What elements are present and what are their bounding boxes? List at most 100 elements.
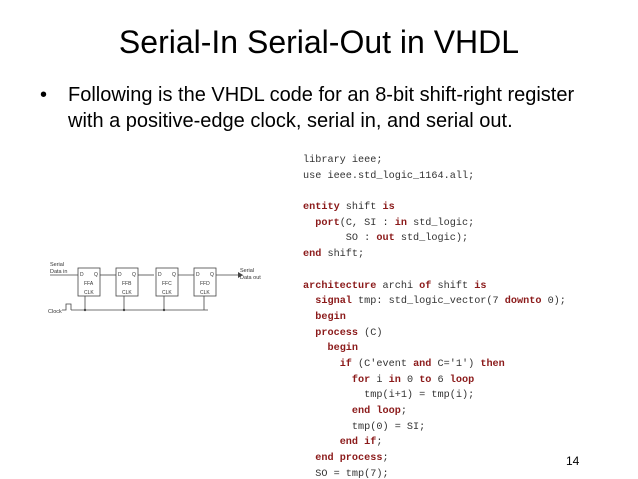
flipflop-q-label: Q [210,272,214,278]
code-keyword: end [303,249,322,261]
code-keyword: of [419,280,432,292]
code-text: SO = tmp(7); [303,468,389,479]
code-text: ; [376,437,383,449]
code-keyword: signal [315,296,352,308]
clock-pulse-symbol [62,303,72,311]
flipflop-clk-label: CLK [200,290,210,296]
code-line: end shift; [303,247,566,263]
code-text: shift [431,280,475,292]
flipflop-name: FFA [84,281,94,287]
code-text: ; [400,406,407,417]
code-text: 0 [400,374,420,386]
flipflop-clk-label: CLK [122,290,132,296]
code-line: SO = tmp(7); [303,467,566,479]
code-text: tmp(i+1) = tmp(i); [303,390,475,402]
code-line: architecture archi of shift is [303,279,566,295]
code-text: use ieee.std_logic_1164.all; [303,170,475,182]
flipflop-box [77,267,101,297]
flipflop-box [155,267,179,297]
code-keyword: if [339,358,352,370]
flipflop-q-label: Q [94,272,98,278]
code-line: begin [303,310,566,326]
code-text: C='1') [431,358,481,370]
flipflop-q-label: Q [132,272,136,278]
code-line: for i in 0 to 6 loop [303,373,566,389]
code-keyword: for [351,374,371,386]
code-keyword: end loop [351,406,401,417]
serial-in-label-line-2: Data in [50,269,67,275]
code-text: (C'event [351,358,414,370]
bullet-text: Following is the VHDL code for an 8-bit … [68,84,575,132]
flipflop-d-label: D [118,272,122,278]
slide-title: Serial-In Serial-Out in VHDL [118,24,520,60]
code-text: i [370,374,389,386]
clock-node-ffa [83,308,87,312]
code-text: ; [382,453,389,465]
flipflop-name: FFB [122,281,132,287]
code-text: SO : [303,233,377,245]
code-text: archi [376,280,420,292]
flipflop-clk-label: CLK [84,290,94,296]
code-keyword: to [419,374,432,386]
code-text: shift; [321,249,365,261]
flipflop-q-label: Q [172,272,176,278]
clock-node-ffb [122,308,126,312]
code-text [303,375,352,386]
flipflop-name: FFD [200,281,210,287]
code-keyword: process [315,327,359,339]
code-text: shift [339,202,383,214]
code-keyword: end process [315,453,383,465]
code-text [303,343,327,354]
code-keyword: is [382,202,395,214]
code-text: library ieee; [303,155,383,166]
code-keyword: loop [449,374,475,386]
code-line: begin [303,341,566,357]
code-keyword: begin [315,311,346,323]
code-text [303,437,340,448]
code-keyword: then [480,358,505,370]
code-text: tmp: std_logic_vector(7 [351,296,505,308]
code-keyword: architecture [303,280,377,292]
code-line: if (C'event and C='1') then [303,357,566,373]
code-keyword: and [413,358,432,370]
code-text: tmp(0) = SI; [303,421,426,433]
code-text [303,453,315,464]
serial-in-label-line-1: Serial [50,262,64,268]
flipflop-box [115,267,139,297]
code-keyword: out [376,233,395,245]
code-text [303,296,315,307]
serial-out-label-line-1: Serial [240,268,254,274]
diagram-wires [50,274,238,311]
flipflop-d-label: D [80,272,84,278]
code-text: (C) [358,327,383,339]
code-text: std_logic); [394,233,469,245]
code-line: tmp(0) = SI; [303,420,566,436]
code-line: library ieee; [303,153,566,169]
flipflop-name: FFC [162,281,172,287]
code-keyword: is [474,280,487,292]
serial-out-arrow-icon [238,272,243,278]
code-line: signal tmp: std_logic_vector(7 downto 0)… [303,294,566,310]
code-line: SO : out std_logic); [303,231,566,247]
code-line: end if; [303,435,566,451]
code-keyword: in [394,217,407,229]
code-keyword: in [388,374,401,386]
code-text: (C, SI : [339,217,395,229]
flipflop-box [193,267,217,297]
code-text [303,359,340,370]
code-line [303,184,566,200]
code-text: 6 [431,374,450,386]
code-text: std_logic; [406,217,475,229]
code-text [303,406,352,417]
shift-register-diagram: Serial Data in Serial Data out Clock [48,262,261,315]
code-line [303,263,566,279]
code-text [303,218,315,229]
code-line: use ieee.std_logic_1164.all; [303,169,566,185]
flipflop-clk-label: CLK [162,290,172,296]
serial-out-label-line-2: Data out [240,275,261,281]
code-keyword: end if [339,437,377,449]
code-line: port(C, SI : in std_logic; [303,216,566,232]
code-keyword: port [315,217,340,229]
flipflop-d-label: D [196,272,200,278]
